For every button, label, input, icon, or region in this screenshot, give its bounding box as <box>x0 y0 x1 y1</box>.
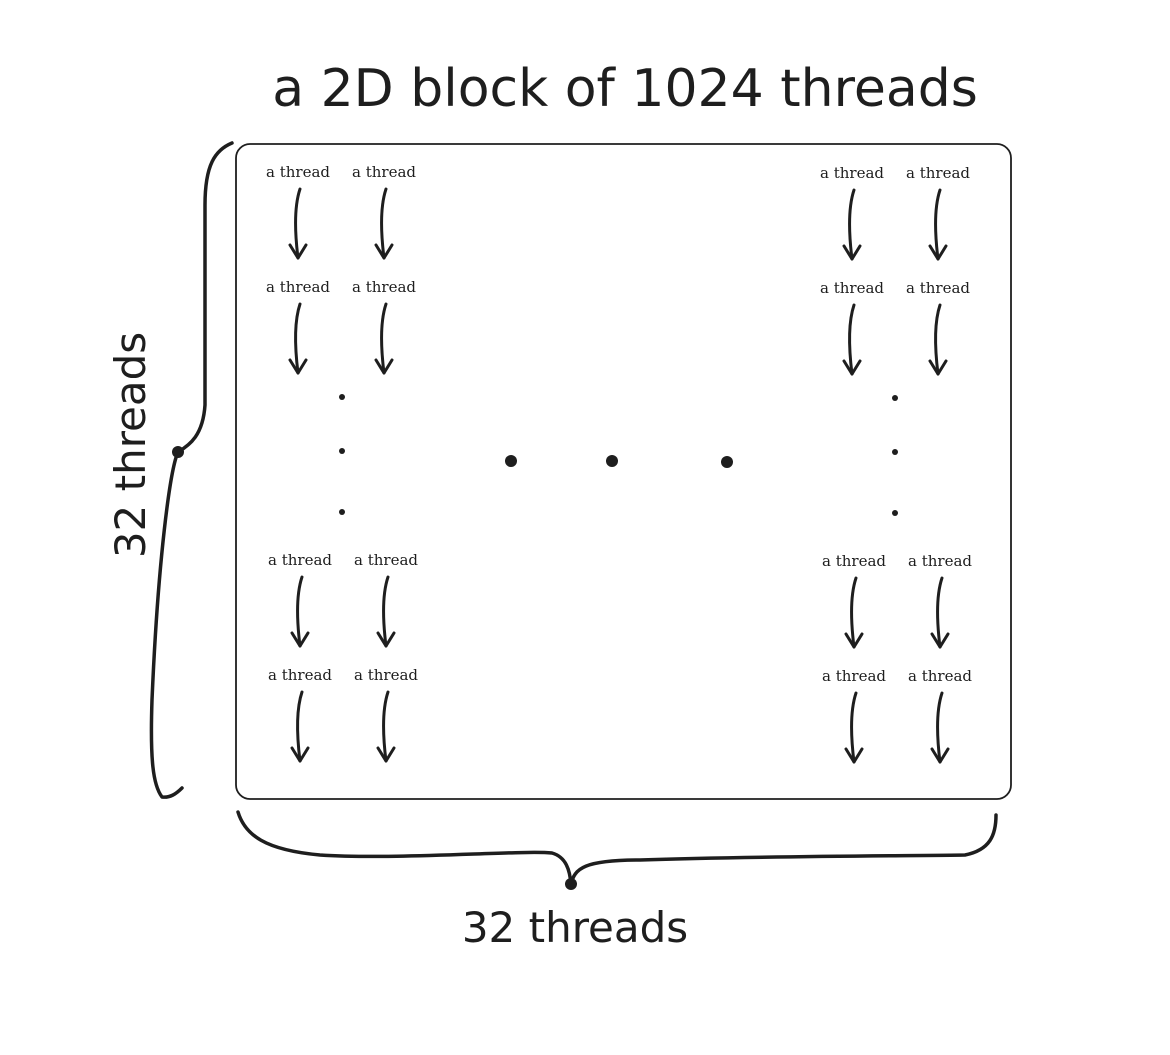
down-arrow-icon <box>290 746 310 763</box>
thread-label: a thread <box>906 279 970 297</box>
down-arrow-shaft <box>380 187 388 260</box>
ellipsis-dot <box>339 394 345 400</box>
thread-label: a thread <box>820 164 884 182</box>
thread-label: a thread <box>266 163 330 181</box>
thread-group-bottom-right: a thread a thread a thread a thread <box>822 552 972 764</box>
thread-cell: a thread <box>906 164 970 261</box>
down-arrow-icon <box>374 243 394 260</box>
thread-cell: a thread <box>908 667 972 764</box>
down-arrow-shaft <box>848 303 856 376</box>
thread-cell: a thread <box>822 552 886 649</box>
down-arrow-icon <box>930 747 950 764</box>
ellipsis-dot <box>892 449 898 455</box>
thread-cell: a thread <box>268 551 332 648</box>
thread-cell: a thread <box>908 552 972 649</box>
thread-cell: a thread <box>352 278 416 375</box>
down-arrow-icon <box>844 747 864 764</box>
thread-label: a thread <box>352 278 416 296</box>
down-arrow-icon <box>928 244 948 261</box>
thread-label: a thread <box>352 163 416 181</box>
thread-cell: a thread <box>266 163 330 260</box>
down-arrow-shaft <box>294 187 302 260</box>
thread-group-bottom-left: a thread a thread a thread a thread <box>268 551 418 763</box>
thread-label: a thread <box>354 666 418 684</box>
diagram-title: a 2D block of 1024 threads <box>272 59 978 119</box>
thread-label: a thread <box>822 552 886 570</box>
x-axis-brace <box>236 810 998 887</box>
thread-cell: a thread <box>266 278 330 375</box>
down-arrow-icon <box>376 631 396 648</box>
thread-cell: a thread <box>354 551 418 648</box>
thread-cell: a thread <box>820 279 884 376</box>
down-arrow-shaft <box>294 302 302 375</box>
down-arrow-shaft <box>936 576 944 649</box>
thread-label: a thread <box>268 551 332 569</box>
ellipsis-dot <box>339 509 345 515</box>
thread-group-top-left: a thread a thread a thread a thread <box>266 163 416 375</box>
ellipsis-dot <box>505 455 517 467</box>
y-axis-label: 32 threads <box>106 332 155 558</box>
y-axis-brace <box>149 141 234 799</box>
down-arrow-shaft <box>296 690 304 763</box>
thread-label: a thread <box>908 552 972 570</box>
down-arrow-shaft <box>382 575 390 648</box>
thread-label: a thread <box>820 279 884 297</box>
down-arrow-icon <box>376 746 396 763</box>
thread-label: a thread <box>266 278 330 296</box>
thread-cell: a thread <box>268 666 332 763</box>
down-arrow-icon <box>928 359 948 376</box>
ellipsis-dot <box>721 456 733 468</box>
thread-cell: a thread <box>822 667 886 764</box>
down-arrow-icon <box>842 244 862 261</box>
thread-label: a thread <box>822 667 886 685</box>
down-arrow-shaft <box>850 576 858 649</box>
down-arrow-icon <box>290 631 310 648</box>
thread-label: a thread <box>908 667 972 685</box>
thread-cell: a thread <box>906 279 970 376</box>
y-brace-point <box>172 446 184 458</box>
down-arrow-shaft <box>934 303 942 376</box>
ellipsis-dot <box>339 448 345 454</box>
ellipsis-dot <box>606 455 618 467</box>
down-arrow-shaft <box>848 188 856 261</box>
thread-label: a thread <box>354 551 418 569</box>
down-arrow-icon <box>930 632 950 649</box>
thread-group-top-right: a thread a thread a thread a thread <box>820 164 970 376</box>
ellipsis-dot <box>892 510 898 516</box>
down-arrow-icon <box>288 358 308 375</box>
down-arrow-shaft <box>850 691 858 764</box>
down-arrow-icon <box>844 632 864 649</box>
ellipsis-dot <box>892 395 898 401</box>
thread-label: a thread <box>906 164 970 182</box>
x-axis-label: 32 threads <box>462 903 688 952</box>
thread-block-rect <box>235 143 1012 800</box>
down-arrow-shaft <box>934 188 942 261</box>
down-arrow-shaft <box>380 302 388 375</box>
thread-cell: a thread <box>820 164 884 261</box>
thread-cell: a thread <box>354 666 418 763</box>
thread-cell: a thread <box>352 163 416 260</box>
down-arrow-shaft <box>936 691 944 764</box>
thread-label: a thread <box>268 666 332 684</box>
down-arrow-icon <box>374 358 394 375</box>
x-brace-point <box>565 878 577 890</box>
down-arrow-shaft <box>296 575 304 648</box>
down-arrow-shaft <box>382 690 390 763</box>
down-arrow-icon <box>288 243 308 260</box>
down-arrow-icon <box>842 359 862 376</box>
